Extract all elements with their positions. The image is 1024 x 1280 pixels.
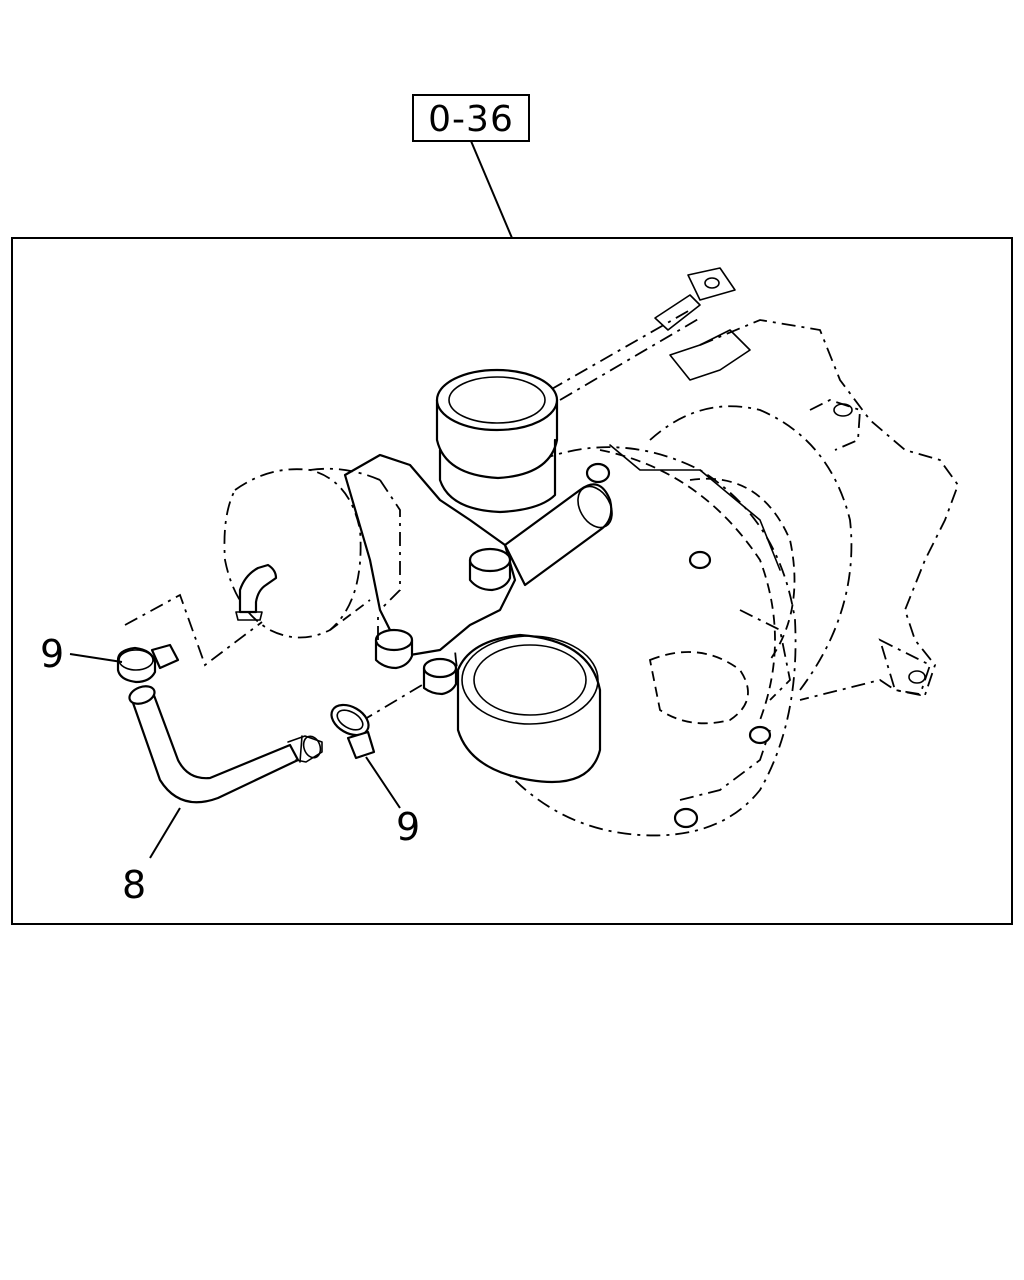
reference-leader: [470, 140, 513, 239]
assembly-frame: [11, 237, 1013, 925]
bolt-upper: [468, 547, 512, 592]
callout-8[interactable]: 8: [122, 863, 146, 907]
callout-9-upper[interactable]: 9: [40, 632, 64, 676]
hose-part-8[interactable]: [127, 683, 323, 804]
clamp-upper[interactable]: [116, 643, 180, 684]
clamp-lower[interactable]: [326, 699, 376, 760]
reference-box[interactable]: 0-36: [412, 94, 530, 142]
callout-9-lower[interactable]: 9: [396, 805, 420, 849]
callout-leader-8: [149, 807, 181, 859]
callout-leader-9-lower: [365, 756, 401, 809]
reference-label: 0-36: [428, 99, 514, 140]
bolt-lower: [422, 657, 458, 696]
turbocharger-assembly: [124, 267, 960, 837]
bolt-middle: [374, 628, 414, 670]
callout-leader-9-upper: [69, 653, 123, 663]
